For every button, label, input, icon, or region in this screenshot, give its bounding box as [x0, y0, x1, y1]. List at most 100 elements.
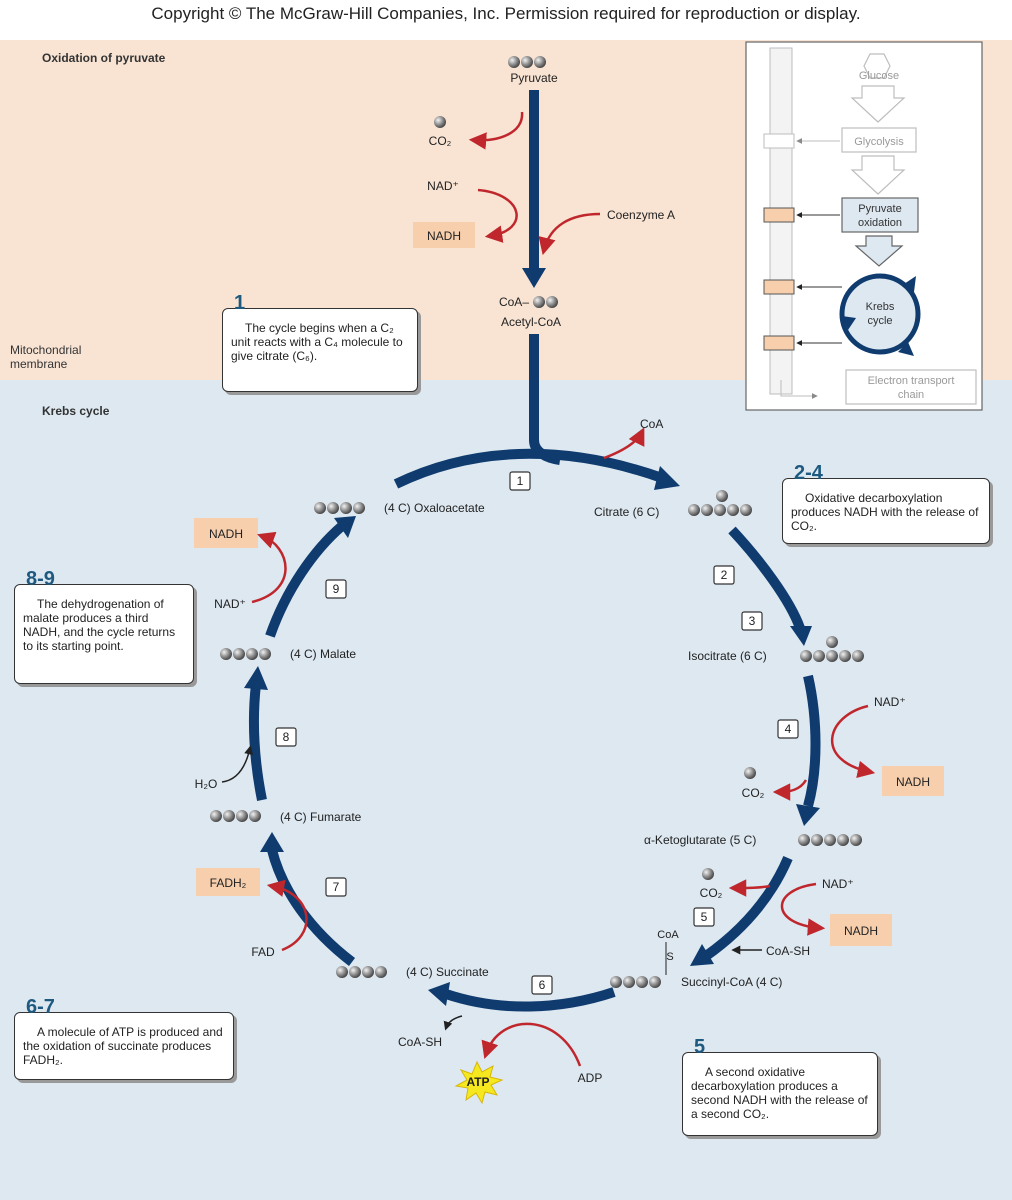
co2-step4-label: CO₂ [742, 786, 765, 800]
nadh-step4-label: NADH [896, 775, 930, 789]
fadh2-label: FADH₂ [210, 876, 247, 890]
step-6-marker: 6 [531, 975, 553, 995]
callout-steps-6-7-text: A molecule of ATP is produced and the ox… [23, 1025, 223, 1067]
overview-inset: Glucose Glycolysis Pyruvate oxidation Kr… [745, 41, 983, 411]
h2o-label: H₂O [195, 777, 218, 791]
inset-glucose-hexagon-icon [863, 53, 891, 79]
citrate-label: Citrate (6 C) [594, 505, 659, 519]
h2o-addition-arrow [221, 745, 254, 783]
succinate-molecule [336, 966, 387, 978]
step-3-marker: 3 [741, 611, 763, 631]
callout-step-5-text: A second oxidative decarboxylation produ… [691, 1065, 868, 1121]
fad-label: FAD [251, 945, 275, 959]
inset-krebs-line1: Krebs [866, 301, 895, 313]
callout-steps-2-4-number: 2-4 [794, 462, 823, 484]
step-4-number: 4 [785, 722, 792, 736]
coenzyme-a-arrow [538, 212, 601, 256]
oxaloacetate-molecule [314, 502, 365, 514]
pyruvate-molecule [508, 56, 546, 68]
co2-carbon-ball [434, 116, 446, 128]
nadh-step9-box [194, 518, 258, 548]
malate-molecule [220, 648, 271, 660]
succinate-label: (4 C) Succinate [406, 965, 489, 979]
coa-attached-label: CoA [657, 929, 679, 941]
coa-release-arrow [603, 427, 645, 460]
coenzyme-a-label: Coenzyme A [607, 208, 675, 222]
coa-dash-label: CoA– [499, 295, 529, 309]
coa-out-label: CoA [640, 417, 663, 431]
step-8-arrowhead [244, 666, 268, 690]
oxidation-region-label: Oxidation of pyruvate [42, 51, 166, 65]
callout-steps-2-4-text: Oxidative decarboxylation produces NADH … [791, 491, 979, 533]
acetyl-coa-molecule [533, 296, 558, 308]
step-4-marker: 4 [777, 719, 799, 739]
nad-step9-label: NAD⁺ [214, 597, 246, 611]
step-3-number: 3 [749, 614, 756, 628]
callout-steps-2-4: 2-4 Oxidative decarboxylation produces N… [782, 463, 990, 544]
nad-step9-arrow [251, 531, 287, 604]
inset-glycolysis-box [841, 127, 917, 153]
inset-side-bar-arrow [780, 380, 818, 399]
inset-glucose-label: Glucose [859, 70, 899, 82]
step-6-number: 6 [539, 978, 546, 992]
inset-krebs-arrowhead-2 [898, 342, 914, 356]
step-7-marker: 7 [325, 877, 347, 897]
inset-glucose-arrow [850, 85, 906, 123]
step-9-number: 9 [333, 582, 340, 596]
membrane-label-line1: Mitochondrial [10, 343, 82, 357]
callout-step-1-text: The cycle begins when a C₂ unit reacts w… [231, 321, 403, 363]
step-1-arrowhead [654, 466, 680, 490]
nadh-step5-box [830, 914, 892, 946]
step-7-number: 7 [333, 880, 340, 894]
ketoglutarate-label: α-Ketoglutarate (5 C) [644, 833, 756, 847]
step-2-3-arc [728, 526, 805, 630]
step-4-arc [803, 674, 821, 808]
membrane-label: Mitochondrial membrane [10, 343, 81, 371]
step-5-arrowhead [690, 944, 714, 966]
step-7-arc [267, 848, 356, 966]
step-9-arc [265, 522, 346, 638]
atp-star-icon [454, 1060, 504, 1105]
inset-pyruvate-oxidation-box [841, 197, 919, 233]
callout-steps-6-7-number: 6-7 [26, 996, 55, 1018]
step-8-arc [249, 683, 267, 801]
inset-krebs-arrowhead-3 [842, 316, 856, 330]
inset-krebs-line2: cycle [867, 315, 892, 327]
coa-sh-out-label: CoA-SH [398, 1035, 442, 1049]
krebs-region-label: Krebs cycle [42, 404, 110, 418]
inset-pyruvate-oxidation-line2: oxidation [858, 217, 902, 229]
atp-label: ATP [466, 1075, 489, 1089]
pyruvate-label: Pyruvate [510, 71, 558, 85]
co2-step5-carbon-ball [702, 868, 714, 880]
fad-reduction-arrow [266, 879, 308, 952]
acetyl-coa-entry-arrow [529, 334, 561, 465]
step-2-3-arrowhead [790, 626, 812, 646]
nad-reduction-arrow [477, 188, 518, 243]
step-5-marker: 5 [693, 907, 715, 927]
nad-step4-arrow [830, 704, 876, 778]
membrane-label-line2: membrane [10, 357, 68, 371]
inset-pyruvate-marker [763, 207, 795, 223]
inset-etc-line1: Electron transport [868, 375, 955, 387]
step-2-number: 2 [721, 568, 728, 582]
inset-glycolysis-arrow [850, 155, 906, 195]
succinyl-coa-molecule [610, 976, 661, 988]
callout-step-1: 1 The cycle begins when a C₂ unit reacts… [222, 293, 418, 392]
step-6-arrowhead [428, 982, 450, 1006]
nadh-product-box [413, 222, 475, 248]
inset-glycolysis-label: Glycolysis [854, 136, 904, 148]
nadh-step9-label: NADH [209, 527, 243, 541]
callout-step-5: 5 A second oxidative decarboxylation pro… [682, 1037, 878, 1136]
step-1-number: 1 [517, 474, 524, 488]
step-7-arrowhead [260, 832, 284, 852]
inset-pyruvate-oxidation-line1: Pyruvate [858, 203, 901, 215]
citrate-molecule [688, 490, 752, 516]
isocitrate-label: Isocitrate (6 C) [688, 649, 767, 663]
nad-step4-label: NAD⁺ [874, 695, 906, 709]
step-5-number: 5 [701, 910, 708, 924]
callout-steps-8-9-text: The dehydrogenation of malate produces a… [23, 597, 176, 653]
nadh-label: NADH [427, 229, 461, 243]
nadh-step4-box [882, 766, 944, 796]
atp-formation-arrow [481, 1022, 582, 1067]
callout-steps-8-9-number: 8-9 [26, 568, 55, 590]
